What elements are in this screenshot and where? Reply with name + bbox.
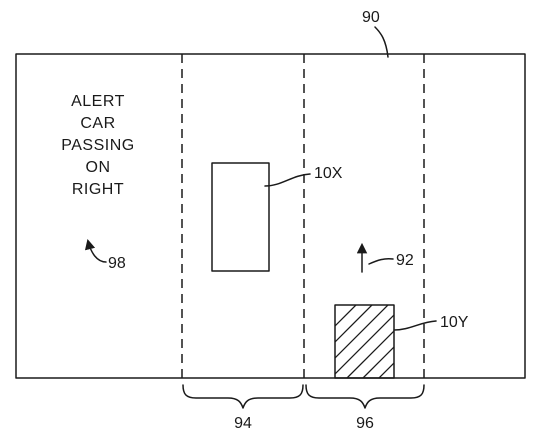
label-10y: 10Y — [440, 314, 469, 331]
vehicle-10y — [334, 304, 395, 379]
label-94: 94 — [234, 415, 252, 432]
display-frame — [15, 53, 526, 379]
brace-94 — [182, 384, 304, 409]
brace-96 — [305, 384, 425, 409]
label-92: 92 — [396, 252, 414, 269]
alert-message: ALERT CAR PASSING ON RIGHT — [61, 93, 134, 198]
alert-line-1: ALERT — [71, 93, 125, 110]
alert-line-4: ON — [86, 159, 111, 176]
label-90: 90 — [362, 9, 380, 26]
alert-line-2: CAR — [80, 115, 115, 132]
leader-10x — [264, 173, 311, 187]
leader-10y — [393, 320, 437, 331]
leader-92 — [368, 258, 394, 265]
label-98: 98 — [108, 255, 126, 272]
arrow-98 — [84, 238, 107, 263]
alert-line-3: PASSING — [61, 137, 134, 154]
label-10x: 10X — [314, 165, 343, 182]
leader-90 — [374, 26, 389, 58]
vehicle-10y-hatching — [335, 305, 394, 378]
vehicle-10x — [211, 162, 270, 272]
label-96: 96 — [356, 415, 374, 432]
alert-line-5: RIGHT — [72, 181, 124, 198]
